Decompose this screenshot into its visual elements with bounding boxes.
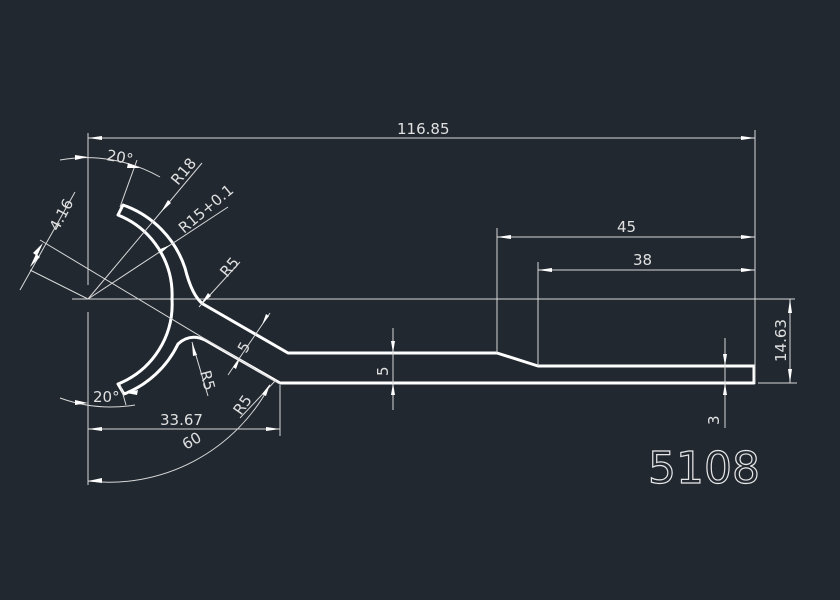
dim-overall-length: 116.85: [397, 120, 450, 138]
dim-inner-radius: R15+0.1: [175, 181, 237, 237]
dim-fillet-arm: R5: [230, 392, 256, 419]
dim-arm-angle: 60: [179, 428, 205, 453]
dim-arc-top-angle: [59, 157, 161, 178]
dim-fillet-bottom: R5: [196, 368, 219, 392]
offset-ext-line: [29, 269, 89, 300]
arm-axis-line: [39, 239, 281, 385]
dim-length-45: 45: [617, 218, 636, 236]
dim-arc-bottom-angle: [59, 397, 136, 408]
part-number: 5108: [648, 443, 760, 494]
dim-fillet-top: R5: [216, 254, 243, 281]
leader-r5-arm: [239, 379, 277, 419]
leader-r18: [87, 162, 203, 300]
leader-r15: [87, 206, 229, 300]
dim-height: 14.63: [772, 319, 790, 362]
ext-line: [119, 383, 127, 406]
wrench-outline: [116, 203, 756, 396]
dim-tip-thickness: 3: [705, 415, 723, 425]
dim-bottom-angle: 20°: [93, 388, 120, 406]
dim-handle-thickness: 5: [374, 366, 392, 376]
dim-length-38: 38: [633, 251, 652, 269]
dim-offset: 4.16: [46, 196, 78, 234]
dim-outer-radius: R18: [167, 154, 200, 188]
dim-top-angle: 20°: [105, 146, 134, 168]
dim-line-offset: [19, 191, 76, 291]
dim-fork-length: 33.67: [160, 411, 203, 429]
dim-arc-60: [87, 384, 271, 483]
